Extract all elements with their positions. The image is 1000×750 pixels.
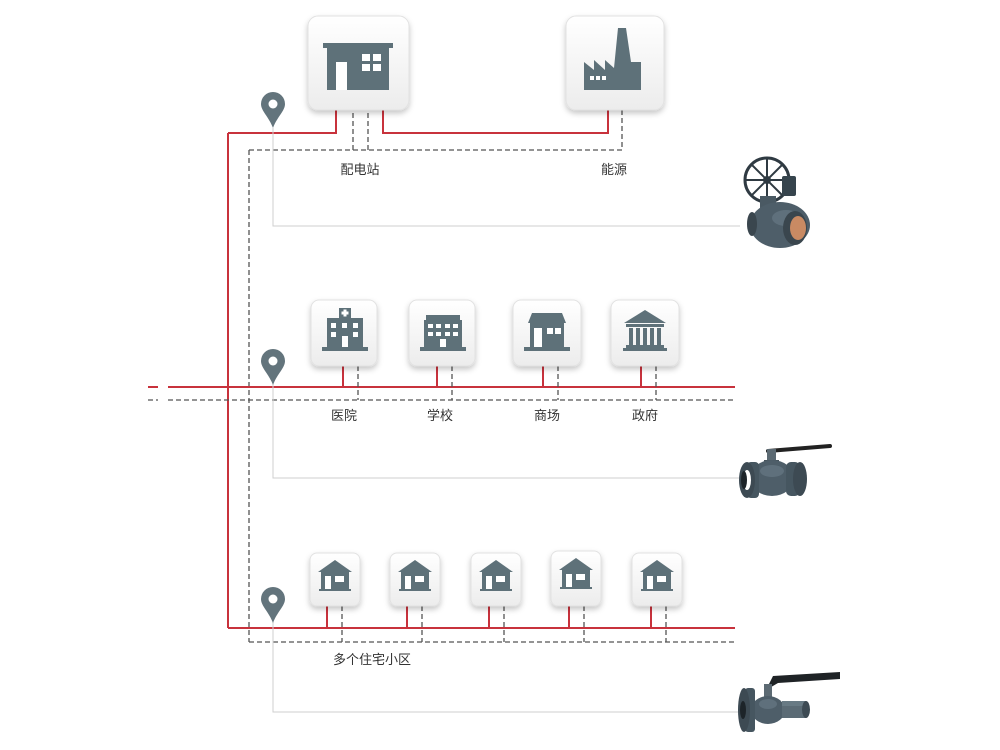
hospital-icon (322, 308, 368, 351)
node-label-residential: 多个住宅小区 (333, 652, 411, 668)
lever-ball-valve-icon (738, 672, 840, 732)
hospital-tile (310, 299, 378, 367)
house-tile (389, 552, 441, 607)
branch-line-3 (272, 622, 740, 713)
school-tile (408, 299, 476, 367)
house-tile (470, 552, 522, 607)
government-tile (610, 299, 680, 367)
house-icon (640, 560, 674, 591)
node-label-school: 学校 (427, 408, 453, 424)
flanged-ball-valve-icon (739, 444, 832, 498)
public-supply-line (148, 366, 735, 388)
branch-line-2 (272, 383, 740, 479)
node-label-substation: 配电站 (340, 163, 379, 178)
house-icon (318, 560, 352, 591)
factory-icon (584, 28, 641, 90)
residential-return-line (249, 606, 735, 643)
source-return-line (249, 110, 623, 151)
mall-icon (524, 313, 570, 351)
energy-tile (565, 15, 665, 111)
residential-supply-line (228, 606, 735, 629)
mall-tile (512, 299, 582, 367)
house-icon (559, 558, 593, 589)
public-return-line (148, 366, 735, 401)
government-icon (623, 310, 667, 351)
source-supply-line (228, 110, 609, 134)
house-tile (631, 552, 683, 607)
location-pin-icon (261, 349, 285, 385)
branch-line-1 (272, 128, 740, 227)
node-label-government: 政府 (632, 409, 658, 424)
pipe-network (148, 110, 740, 713)
house-icon (479, 560, 513, 591)
node-label-energy: 能源 (601, 163, 627, 178)
location-pin-icon (261, 587, 285, 623)
house-tile (550, 550, 602, 607)
location-pin-icon (261, 92, 285, 128)
house-icon (398, 560, 432, 591)
substation-icon (323, 43, 393, 90)
school-icon (420, 315, 466, 351)
gear-operated-valve-icon (743, 156, 810, 248)
node-label-mall: 商场 (534, 409, 560, 424)
node-label-hospital: 医院 (331, 409, 357, 424)
substation-tile (307, 15, 410, 111)
house-tile (309, 552, 361, 607)
